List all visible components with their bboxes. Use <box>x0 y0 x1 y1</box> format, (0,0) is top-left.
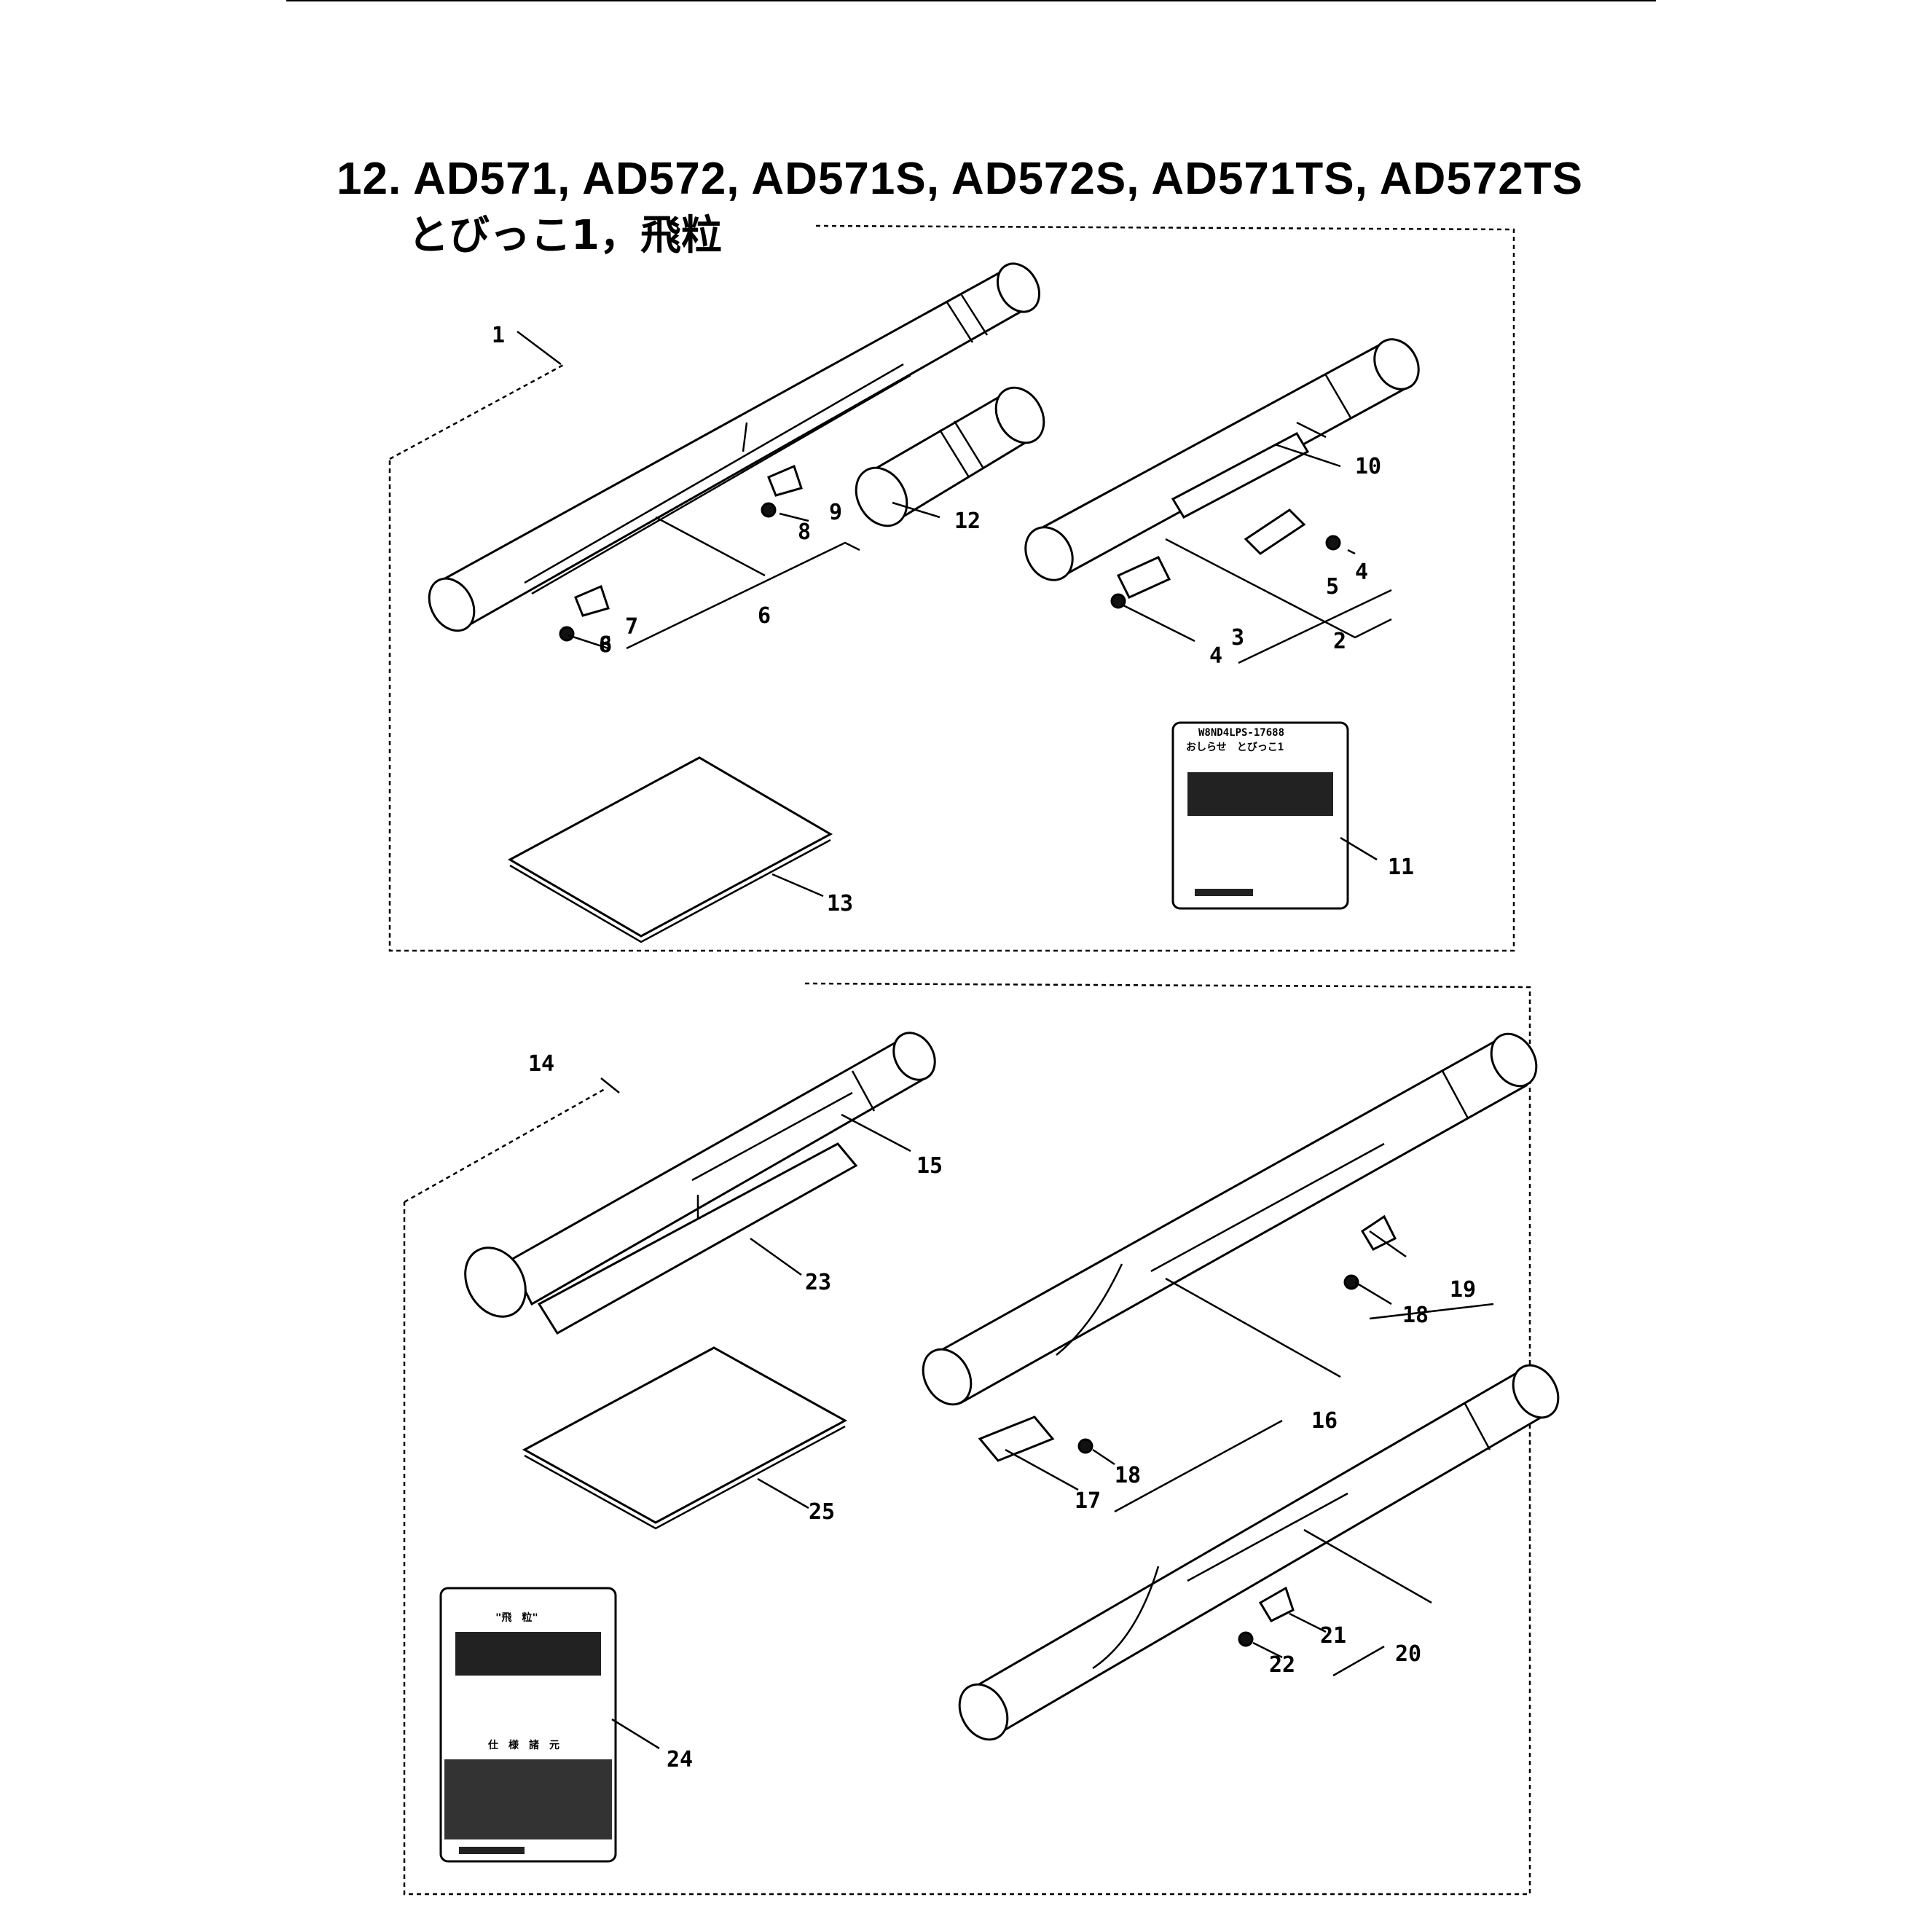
callout-4b: 4 <box>1209 643 1222 669</box>
label-24-table-header: 仕 様 諸 元 <box>487 1739 559 1751</box>
shroud-part-23 <box>537 1142 858 1335</box>
bracket-part-3 <box>1110 556 1171 609</box>
callout-6b: 6 <box>599 632 612 658</box>
callout-17: 17 <box>1075 1488 1101 1514</box>
callout-3: 3 <box>1231 625 1244 651</box>
callout-20: 20 <box>1395 1641 1421 1667</box>
callout-labels: 1 2 3 4 4 5 6 6 7 8 8 9 10 11 12 13 14 1… <box>492 323 1476 1772</box>
callout-23: 23 <box>805 1270 831 1295</box>
callout-8: 8 <box>798 519 811 545</box>
tube-part-20 <box>958 1364 1560 1741</box>
clip-part-21 <box>1238 1586 1295 1647</box>
callout-18b: 18 <box>1402 1303 1429 1328</box>
callout-19: 19 <box>1450 1277 1476 1303</box>
bracket-part-5 <box>1244 508 1341 555</box>
callout-12: 12 <box>954 508 981 534</box>
page-subtitle: とびっこ1，飛粒 <box>408 212 722 259</box>
manual-part-25 <box>522 1346 848 1530</box>
callout-6: 6 <box>758 603 771 629</box>
top-rule <box>286 0 1656 1</box>
tube-part-14 <box>464 1032 936 1318</box>
callout-7: 7 <box>625 614 638 640</box>
clip-part-19 <box>1343 1214 1397 1290</box>
bracket-part-17 <box>978 1415 1093 1462</box>
lower-group-frame <box>403 982 1531 1896</box>
clip-part-9 <box>761 464 803 518</box>
coupling-part-12 <box>855 386 1045 527</box>
callout-8b: 8 <box>599 632 612 658</box>
label-part-24: "飛 粒" 仕 様 諸 元 <box>439 1587 617 1863</box>
callout-15: 15 <box>916 1153 943 1179</box>
label-11-line2: おしらせ とびっこ1 <box>1186 742 1284 753</box>
callout-2: 2 <box>1333 629 1346 654</box>
callout-24: 24 <box>667 1747 693 1772</box>
callout-9: 9 <box>829 500 842 525</box>
callout-10: 10 <box>1355 454 1381 479</box>
callout-21: 21 <box>1320 1623 1346 1649</box>
callout-1: 1 <box>492 323 505 348</box>
callout-18: 18 <box>1115 1463 1141 1488</box>
page-title: 12. AD571, AD572, AD571S, AD572S, AD571T… <box>337 154 1583 204</box>
callout-25: 25 <box>809 1499 835 1525</box>
callout-13: 13 <box>827 891 853 916</box>
callout-4: 4 <box>1355 559 1368 585</box>
label-11-line1: W8ND4LPS-17688 <box>1198 727 1284 739</box>
callout-11: 11 <box>1388 855 1414 880</box>
tube-part-2 <box>1024 338 1420 581</box>
callout-16: 16 <box>1311 1408 1338 1434</box>
callout-5: 5 <box>1326 574 1339 600</box>
clip-part-7 <box>559 584 610 642</box>
upper-group-frame <box>388 224 1515 952</box>
tube-part-16 <box>922 1032 1538 1406</box>
label-part-11: W8ND4LPS-17688 おしらせ とびっこ1 <box>1171 721 1349 910</box>
callout-18c: 18 <box>1115 1463 1141 1488</box>
callout-14: 14 <box>528 1051 554 1077</box>
callout-22: 22 <box>1269 1652 1295 1678</box>
tube-part-1 <box>428 262 1041 632</box>
label-24-line1: "飛 粒" <box>495 1611 538 1624</box>
manual-part-13 <box>507 756 833 943</box>
